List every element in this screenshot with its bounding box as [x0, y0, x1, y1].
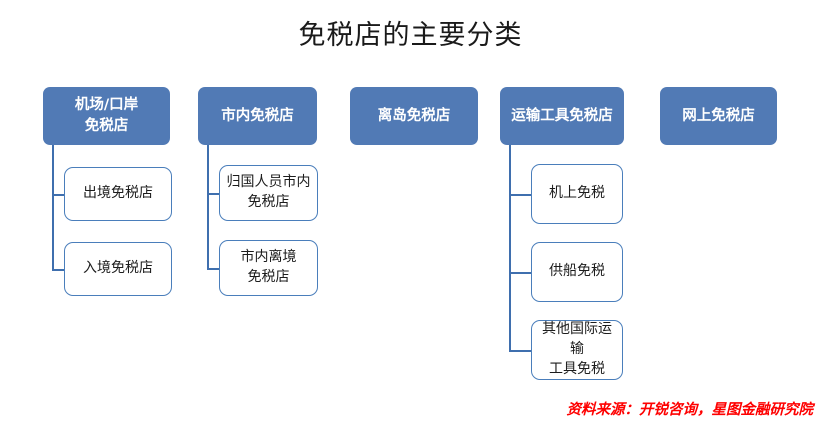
- node-text-line: 机上免税: [549, 185, 605, 202]
- subcategory-node-4-1[interactable]: 机上免税: [531, 164, 623, 224]
- subcategory-node-label-1-1: 出境免税店: [65, 184, 171, 204]
- connector-stub-4: [207, 268, 220, 271]
- connector-stub-2: [52, 269, 65, 272]
- subcategory-node-4-3[interactable]: 其他国际运输工具免税: [531, 320, 623, 380]
- node-text-line: 免税店: [84, 118, 129, 134]
- connector-stub-5: [509, 194, 532, 197]
- node-text-line: 机场/口岸: [74, 97, 139, 114]
- subcategory-node-label-4-2: 供船免税: [532, 262, 622, 282]
- connector-trunk-1: [52, 145, 55, 270]
- connector-stub-7: [509, 350, 532, 353]
- category-header-4[interactable]: 运输工具免税店: [500, 87, 624, 145]
- category-header-label-1: 机场/口岸免税店: [43, 95, 170, 136]
- node-text-line: 离岛免税店: [377, 107, 451, 124]
- page-title: 免税店的主要分类: [298, 20, 523, 51]
- category-header-label-3: 离岛免税店: [350, 106, 478, 127]
- source-note: 资料来源：开锐咨询，星图金融研究院: [566, 402, 814, 418]
- node-text-line: 入境免税店: [83, 260, 153, 277]
- subcategory-node-4-2[interactable]: 供船免税: [531, 242, 623, 302]
- node-text-line: 市内离境: [240, 249, 297, 266]
- category-header-3[interactable]: 离岛免税店: [350, 87, 478, 145]
- connector-stub-1: [52, 194, 65, 197]
- category-header-label-4: 运输工具免税店: [500, 106, 624, 127]
- subcategory-node-1-2[interactable]: 入境免税店: [64, 242, 172, 296]
- node-text-line: 运输工具免税店: [511, 107, 613, 124]
- category-header-1[interactable]: 机场/口岸免税店: [43, 87, 170, 145]
- node-text-line: 免税店: [247, 269, 290, 285]
- category-header-5[interactable]: 网上免税店: [660, 87, 777, 145]
- connector-stub-3: [207, 193, 220, 196]
- node-text-line: 出境免税店: [83, 185, 153, 202]
- subcategory-node-2-2[interactable]: 市内离境免税店: [219, 240, 318, 296]
- node-text-line: 免税店: [247, 194, 290, 210]
- category-header-2[interactable]: 市内免税店: [198, 87, 317, 145]
- subcategory-node-2-1[interactable]: 归国人员市内免税店: [219, 165, 318, 221]
- connector-trunk-3: [509, 145, 512, 350]
- node-text-line: 供船免税: [549, 263, 605, 280]
- node-text-line: 工具免税: [549, 360, 605, 377]
- subcategory-node-label-1-2: 入境免税店: [65, 259, 171, 279]
- subcategory-node-label-2-1: 归国人员市内免税店: [220, 173, 317, 213]
- subcategory-node-label-4-1: 机上免税: [532, 184, 622, 204]
- subcategory-node-1-1[interactable]: 出境免税店: [64, 167, 172, 221]
- node-text-line: 市内免税店: [221, 107, 294, 124]
- category-header-label-5: 网上免税店: [660, 106, 777, 127]
- node-text-line: 网上免税店: [682, 107, 755, 124]
- connector-trunk-2: [207, 145, 210, 268]
- subcategory-node-label-4-3: 其他国际运输工具免税: [532, 320, 622, 380]
- category-header-label-2: 市内免税店: [198, 106, 317, 127]
- connector-stub-6: [509, 272, 532, 275]
- node-text-line: 其他国际运输: [542, 321, 612, 358]
- node-text-line: 归国人员市内: [226, 174, 311, 191]
- subcategory-node-label-2-2: 市内离境免税店: [220, 248, 317, 288]
